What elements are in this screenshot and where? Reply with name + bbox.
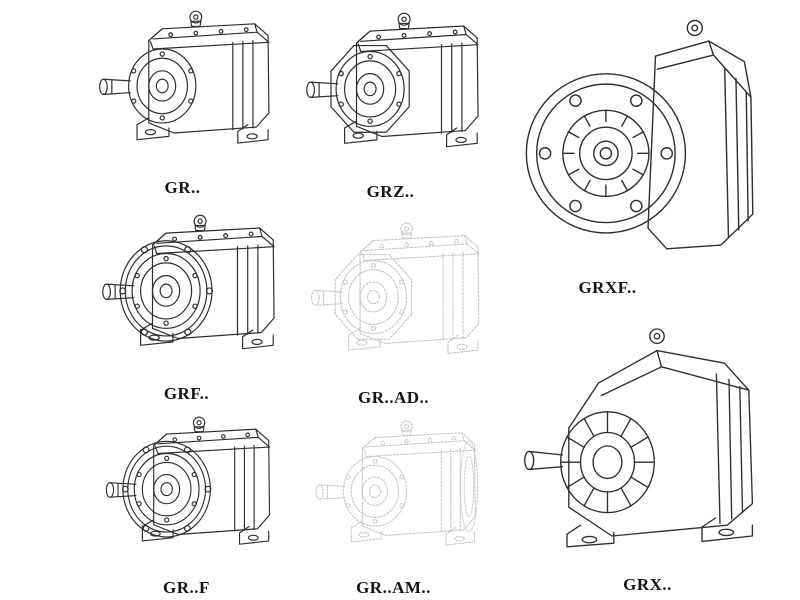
gear-unit-grz: GRZ.. [288,2,493,202]
gear-unit-gr-ad: GR..AD.. [286,208,501,408]
gear-unit-gr-am: GR..AM.. [286,410,501,598]
gear-unit-gr-f-label: GR..F [163,578,210,597]
gear-unit-gr-f-drawing [97,413,275,575]
gear-unit-grxf-drawing [525,19,754,250]
gear-unit-gr: GR.. [80,2,285,198]
gear-unit-gr-label: GR.. [164,178,201,197]
gear-unit-grx-label: GRX.. [623,575,672,594]
gear-unit-grxf-label: GRXF.. [578,278,637,297]
gear-unit-gr-f: GR..F [84,406,289,598]
gear-unit-gr-am-drawing [307,417,481,575]
gear-unit-gr-am-label: GR..AM.. [356,578,431,597]
gear-unit-grf-label: GRF.. [163,384,210,403]
gear-unit-grz-label: GRZ.. [366,182,415,201]
gear-unit-gr-ad-drawing [302,219,485,385]
gear-unit-grf: GRF.. [84,204,289,404]
gear-unit-gr-drawing [99,10,270,144]
gear-unit-gr-ad-label: GR..AD.. [357,388,430,407]
gear-unit-grx: GRX.. [500,300,795,595]
gear-unit-grz-drawing [297,9,484,179]
gear-unit-grx-drawing [523,328,753,548]
gear-unit-grxf: GRXF.. [500,0,795,298]
gear-unit-grf-drawing [93,211,280,381]
